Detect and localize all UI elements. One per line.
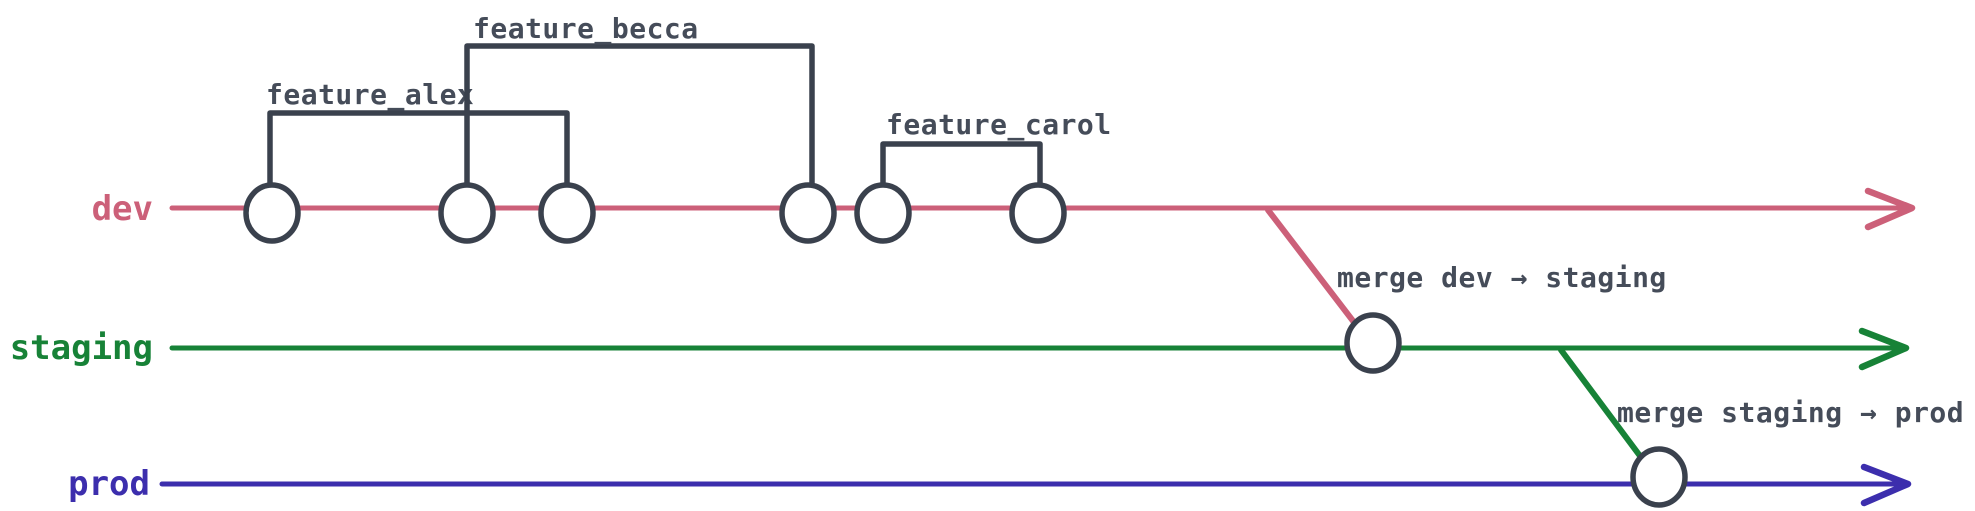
- branch-staging: staging: [10, 327, 1910, 371]
- merge-edge-dev-to-staging: [1265, 207, 1366, 337]
- feature-becca-bracket: [464, 43, 815, 193]
- merge-edge-staging-to-prod: [1558, 347, 1652, 471]
- branch-dev: dev: [92, 187, 1916, 231]
- dev-arrow-icon: [1864, 187, 1916, 231]
- branch-prod: prod: [68, 463, 1912, 507]
- commit-node: [243, 182, 301, 244]
- merge-dev-staging-label: merge dev → staging: [1337, 261, 1667, 294]
- dev-branch-label: dev: [92, 189, 153, 229]
- feature-carol-bracket: [880, 141, 1043, 193]
- prod-merge-node: [1630, 446, 1688, 508]
- commit-node: [1009, 182, 1067, 244]
- feature-alex-label: feature_alex: [266, 78, 474, 111]
- commit-node: [779, 182, 837, 244]
- commit-node: [854, 182, 912, 244]
- commit-node: [1344, 312, 1402, 374]
- staging-merge-node: [1344, 312, 1402, 374]
- feature-branch-carol: feature_carol: [880, 108, 1112, 193]
- staging-branch-label: staging: [10, 328, 153, 368]
- prod-arrow-icon: [1860, 463, 1912, 507]
- commit-node: [438, 182, 496, 244]
- feature-alex-bracket: [267, 110, 570, 193]
- feature-branch-alex: feature_alex: [266, 78, 570, 193]
- commit-node: [538, 182, 596, 244]
- feature-branch-becca: feature_becca: [464, 12, 815, 193]
- staging-arrow-icon: [1858, 327, 1910, 371]
- prod-branch-label: prod: [68, 464, 150, 504]
- feature-carol-label: feature_carol: [886, 108, 1112, 141]
- commit-node: [1630, 446, 1688, 508]
- feature-becca-label: feature_becca: [473, 12, 699, 45]
- dev-commit-nodes: [243, 182, 1067, 244]
- merge-staging-prod-label: merge staging → prod: [1617, 396, 1964, 429]
